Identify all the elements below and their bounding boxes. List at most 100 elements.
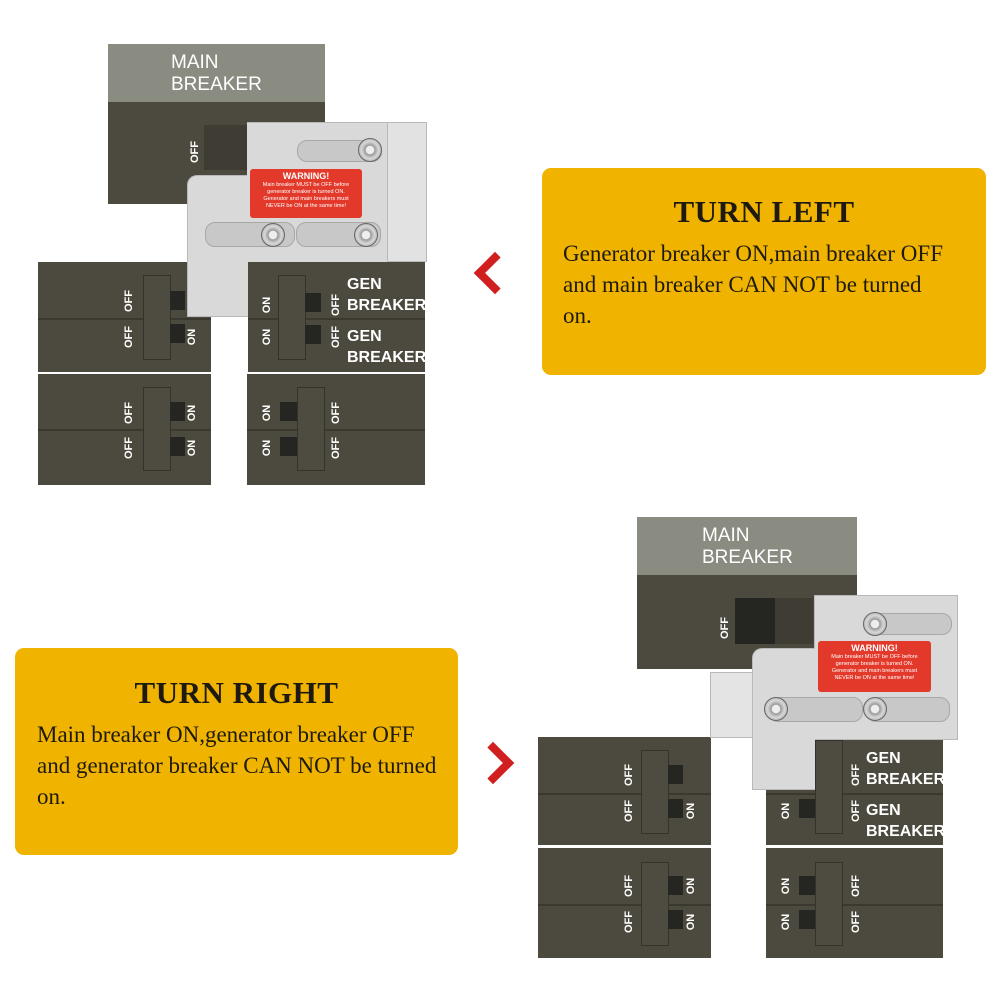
breaker-handle-frame — [815, 740, 843, 834]
off-label: OFF — [623, 875, 635, 897]
off-label: OFF — [330, 326, 342, 348]
gen-breaker-label: GEN BREAKER — [866, 800, 945, 842]
divider — [766, 793, 943, 795]
breaker-handle-frame — [641, 750, 669, 834]
off-label: OFF — [850, 800, 862, 822]
gen-text: GEN — [866, 802, 901, 819]
off-label: OFF — [123, 290, 135, 312]
breaker-toggle — [668, 765, 683, 784]
turn-right-title: TURN RIGHT — [134, 675, 339, 710]
screw-icon — [764, 697, 788, 721]
screw-icon — [358, 138, 382, 162]
main-label-line1: MAIN — [171, 52, 219, 73]
on-label: ON — [186, 439, 198, 457]
turn-right-body: Main breaker ON,generator breaker OFF an… — [37, 722, 437, 809]
gen-text: GEN — [347, 328, 382, 345]
divider — [538, 904, 711, 906]
warning-line4: NEVER be ON at the same time! — [265, 203, 347, 209]
main-label-line2: BREAKER — [171, 74, 262, 95]
off-label: OFF — [123, 437, 135, 459]
breaker-toggle — [280, 437, 297, 456]
on-label: ON — [780, 877, 792, 895]
breaker-toggle — [799, 876, 815, 895]
breaker-text: BREAKER — [347, 349, 427, 366]
breaker-handle-frame — [143, 387, 171, 471]
warning-line3: Generator and main breakers must — [831, 668, 918, 674]
main-label-line2: BREAKER — [702, 547, 793, 568]
turn-left-body: Generator breaker ON,main breaker OFF an… — [563, 241, 943, 328]
main-breaker-label: MAIN BREAKER — [637, 517, 857, 575]
breaker-handle-frame — [297, 387, 325, 471]
on-label: ON — [261, 328, 273, 346]
breaker-toggle — [668, 799, 683, 818]
off-label: OFF — [623, 800, 635, 822]
warning-title: WARNING! — [851, 643, 898, 653]
off-label: OFF — [330, 437, 342, 459]
on-label: ON — [261, 404, 273, 422]
off-label: OFF — [330, 294, 342, 316]
warning-title: WARNING! — [282, 171, 330, 181]
off-label: OFF — [850, 875, 862, 897]
divider — [38, 429, 211, 431]
on-label: ON — [780, 913, 792, 931]
gen-text: GEN — [866, 750, 901, 767]
divider — [38, 318, 211, 320]
breaker-toggle — [799, 799, 815, 818]
breaker-handle-frame — [143, 275, 171, 360]
warning-label: WARNING! Main breaker MUST be OFF before… — [250, 169, 362, 218]
off-label: OFF — [623, 764, 635, 786]
main-breaker-handle — [204, 125, 249, 170]
off-label: OFF — [330, 402, 342, 424]
off-label: OFF — [623, 911, 635, 933]
breaker-handle-frame — [641, 862, 669, 946]
warning-line2: generator breaker is turned ON. — [835, 661, 914, 667]
on-label: ON — [685, 913, 697, 931]
on-label: ON — [186, 404, 198, 422]
screw-icon — [261, 223, 285, 247]
breaker-toggle — [775, 598, 813, 644]
on-label: ON — [780, 802, 792, 820]
on-label: ON — [685, 877, 697, 895]
screw-icon — [354, 223, 378, 247]
main-off-label: OFF — [189, 141, 201, 163]
breaker-toggle — [280, 402, 297, 421]
main-breaker-label: MAIN BREAKER — [108, 44, 325, 102]
screw-icon — [863, 612, 887, 636]
chevron-left-icon — [473, 251, 517, 295]
breaker-toggle — [305, 325, 321, 344]
breaker-toggle — [668, 910, 683, 929]
warning-line3: Generator and main breakers must — [263, 196, 349, 202]
on-label: ON — [685, 802, 697, 820]
main-label-line1: MAIN — [702, 525, 750, 546]
breaker-block — [38, 262, 211, 372]
divider — [247, 429, 425, 431]
breaker-toggle — [170, 437, 185, 456]
off-label: OFF — [850, 764, 862, 786]
breaker-block — [538, 737, 711, 845]
breaker-toggle — [799, 910, 815, 929]
breaker-block — [538, 848, 711, 958]
divider — [538, 793, 711, 795]
breaker-toggle — [170, 291, 185, 310]
warning-label: WARNING! Main breaker MUST be OFF before… — [818, 641, 931, 692]
off-label: OFF — [123, 326, 135, 348]
main-breaker-handle — [735, 598, 775, 644]
warning-line1: Main breaker MUST be OFF before — [831, 654, 918, 660]
turn-left-callout: TURN LEFT Generator breaker ON,main brea… — [542, 168, 986, 375]
breaker-handle-frame — [815, 862, 843, 946]
main-off-label: OFF — [719, 617, 731, 639]
off-label: OFF — [850, 911, 862, 933]
gen-breaker-block — [248, 262, 425, 372]
breaker-text: BREAKER — [866, 823, 946, 840]
divider — [248, 318, 425, 320]
on-label: ON — [261, 439, 273, 457]
warning-line2: generator breaker is turned ON. — [267, 189, 345, 195]
on-label: ON — [261, 296, 273, 314]
screw-icon — [863, 697, 887, 721]
breaker-text: BREAKER — [347, 297, 427, 314]
on-label: ON — [186, 328, 198, 346]
warning-line4: NEVER be ON at the same time! — [834, 675, 915, 681]
